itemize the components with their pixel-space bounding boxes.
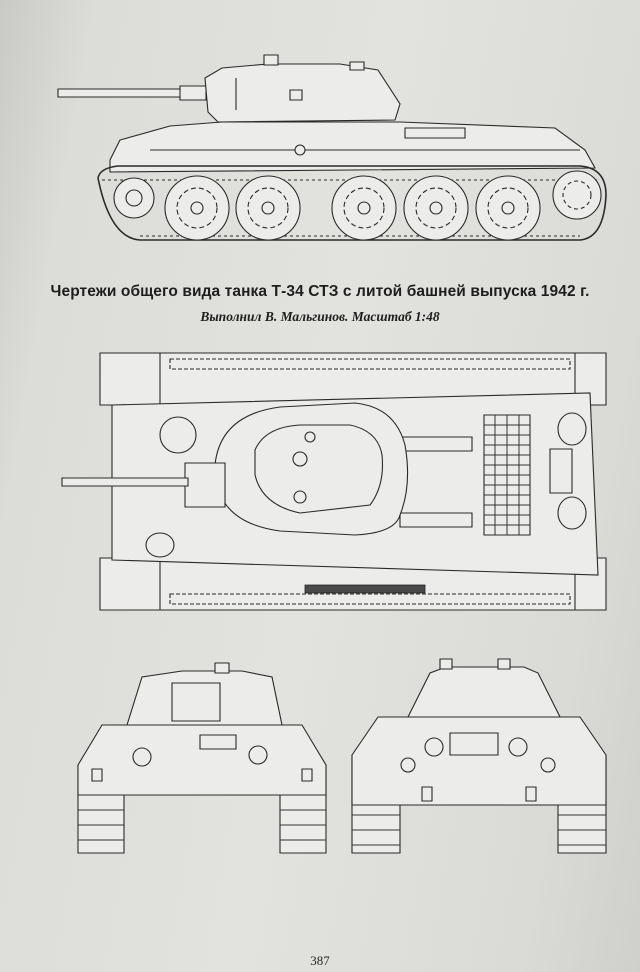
tank-front-view-drawing [72,655,332,855]
page-number: 387 [310,953,330,968]
tank-side-view-drawing [0,0,640,260]
drawing-caption-title: Чертежи общего вида танка Т-34 СТЗ с лит… [50,283,590,300]
drawing-caption-credit: Выполнил В. Мальгинов. Масштаб 1:48 [200,309,440,324]
tank-top-view-drawing [0,345,640,615]
tank-rear-view-drawing [348,655,610,855]
